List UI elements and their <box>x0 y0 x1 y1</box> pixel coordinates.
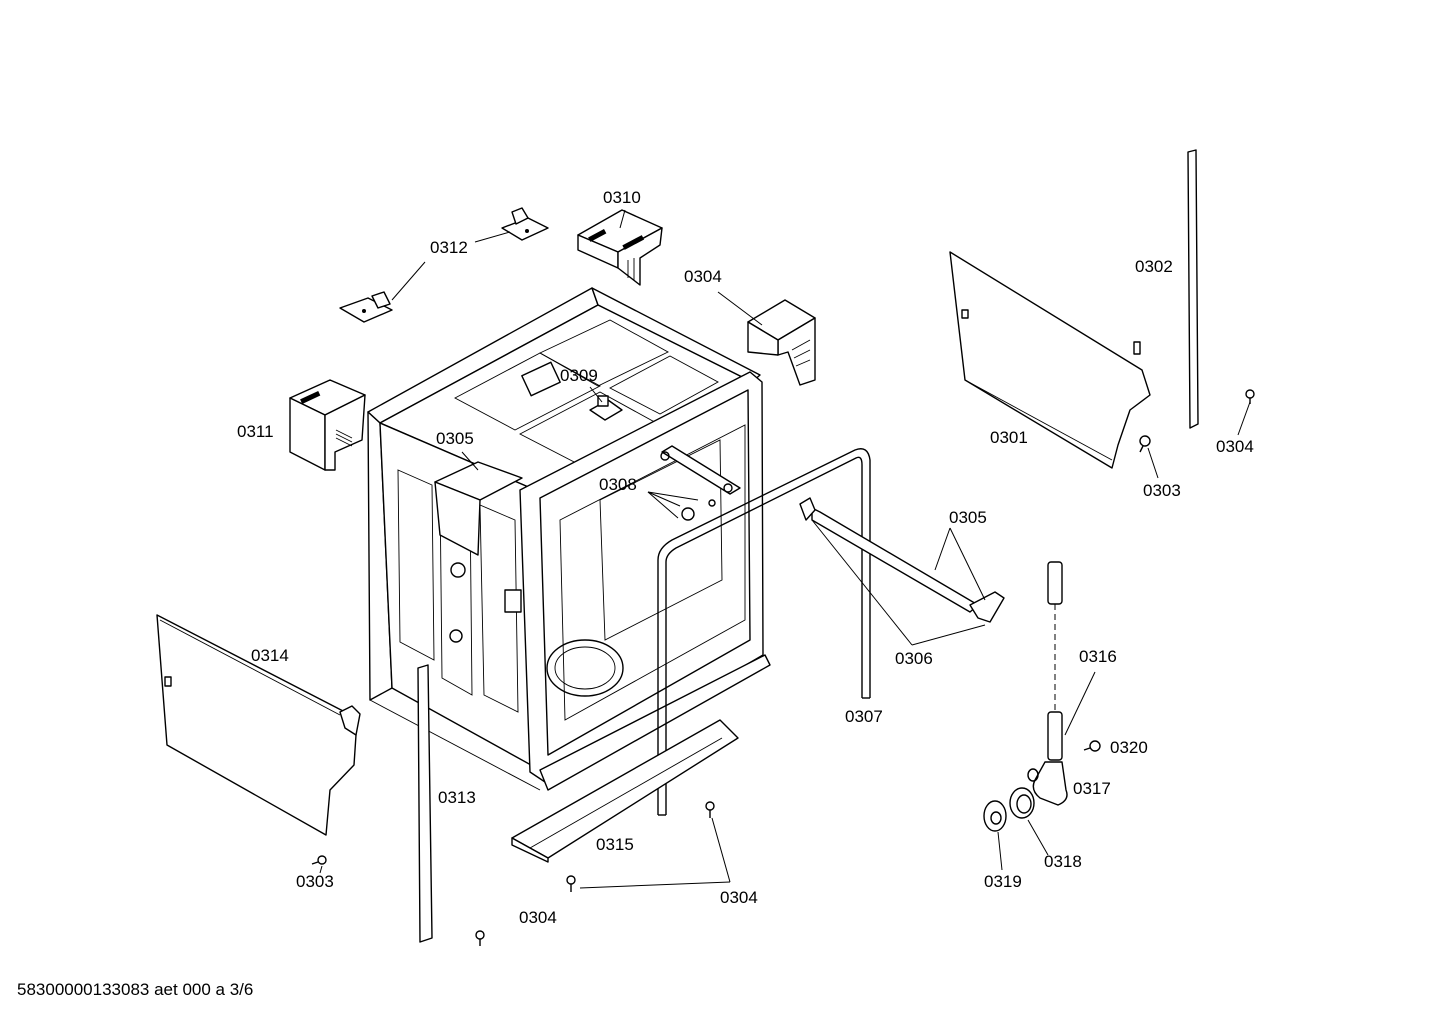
rail-0305 <box>799 497 1005 623</box>
bracket-0305-tub <box>434 461 523 556</box>
label-0313: 0313 <box>438 788 476 807</box>
label-0307: 0307 <box>845 707 883 726</box>
label-0304-top: 0304 <box>684 267 722 286</box>
label-0310: 0310 <box>603 188 641 207</box>
cap-0319 <box>983 800 1007 832</box>
label-0320: 0320 <box>1110 738 1148 757</box>
elbow-0317 <box>1027 761 1068 806</box>
label-0314: 0314 <box>251 646 289 665</box>
drawing-reference-footer: 58300000133083 aet 000 a 3/6 <box>17 980 254 999</box>
label-0316: 0316 <box>1079 647 1117 666</box>
bracket-0310 <box>577 209 663 286</box>
label-0304-right: 0304 <box>1216 437 1254 456</box>
bracket-0311 <box>289 379 366 471</box>
screw-0304-right <box>1245 389 1255 404</box>
hinge-0308 <box>660 445 741 521</box>
label-0309: 0309 <box>560 366 598 385</box>
label-0301: 0301 <box>990 428 1028 447</box>
label-0304-mid: 0304 <box>720 888 758 907</box>
label-0317: 0317 <box>1073 779 1111 798</box>
screw-0303-left <box>311 855 327 865</box>
plate-0312-upper <box>501 207 549 241</box>
leader-lines <box>319 209 1251 889</box>
seal-0307 <box>657 448 871 816</box>
side-panel-0301 <box>949 251 1151 469</box>
plate-0312-lower <box>339 291 393 323</box>
label-0315: 0315 <box>596 835 634 854</box>
label-0305-tub: 0305 <box>436 429 474 448</box>
label-0319: 0319 <box>984 872 1022 891</box>
rail-0315 <box>511 719 739 863</box>
part-labels: 0301 0302 0303 0303 0304 0304 0304 0304 … <box>237 188 1254 927</box>
label-0306: 0306 <box>895 649 933 668</box>
label-0303-left: 0303 <box>296 872 334 891</box>
screw-0303-right <box>1139 435 1151 453</box>
bracket-0304-top <box>747 299 816 386</box>
screw-0304-mid <box>705 801 715 818</box>
label-0318: 0318 <box>1044 852 1082 871</box>
side-panel-0314 <box>156 614 361 836</box>
label-0308: 0308 <box>599 475 637 494</box>
label-0312: 0312 <box>430 238 468 257</box>
label-0302: 0302 <box>1135 257 1173 276</box>
label-0303-right: 0303 <box>1143 481 1181 500</box>
strip-0313 <box>417 664 433 943</box>
strip-0302 <box>1187 149 1199 429</box>
screw-0304-bottom-a <box>566 875 576 892</box>
screw-0320 <box>1083 740 1101 752</box>
label-0305-rail: 0305 <box>949 508 987 527</box>
hose-0316 <box>1047 561 1063 761</box>
label-0311: 0311 <box>237 422 274 441</box>
label-0304-bottom: 0304 <box>519 908 557 927</box>
screw-0304-bottom-b <box>475 930 485 946</box>
ring-0318 <box>1009 787 1035 819</box>
clip-0309 <box>589 395 623 421</box>
